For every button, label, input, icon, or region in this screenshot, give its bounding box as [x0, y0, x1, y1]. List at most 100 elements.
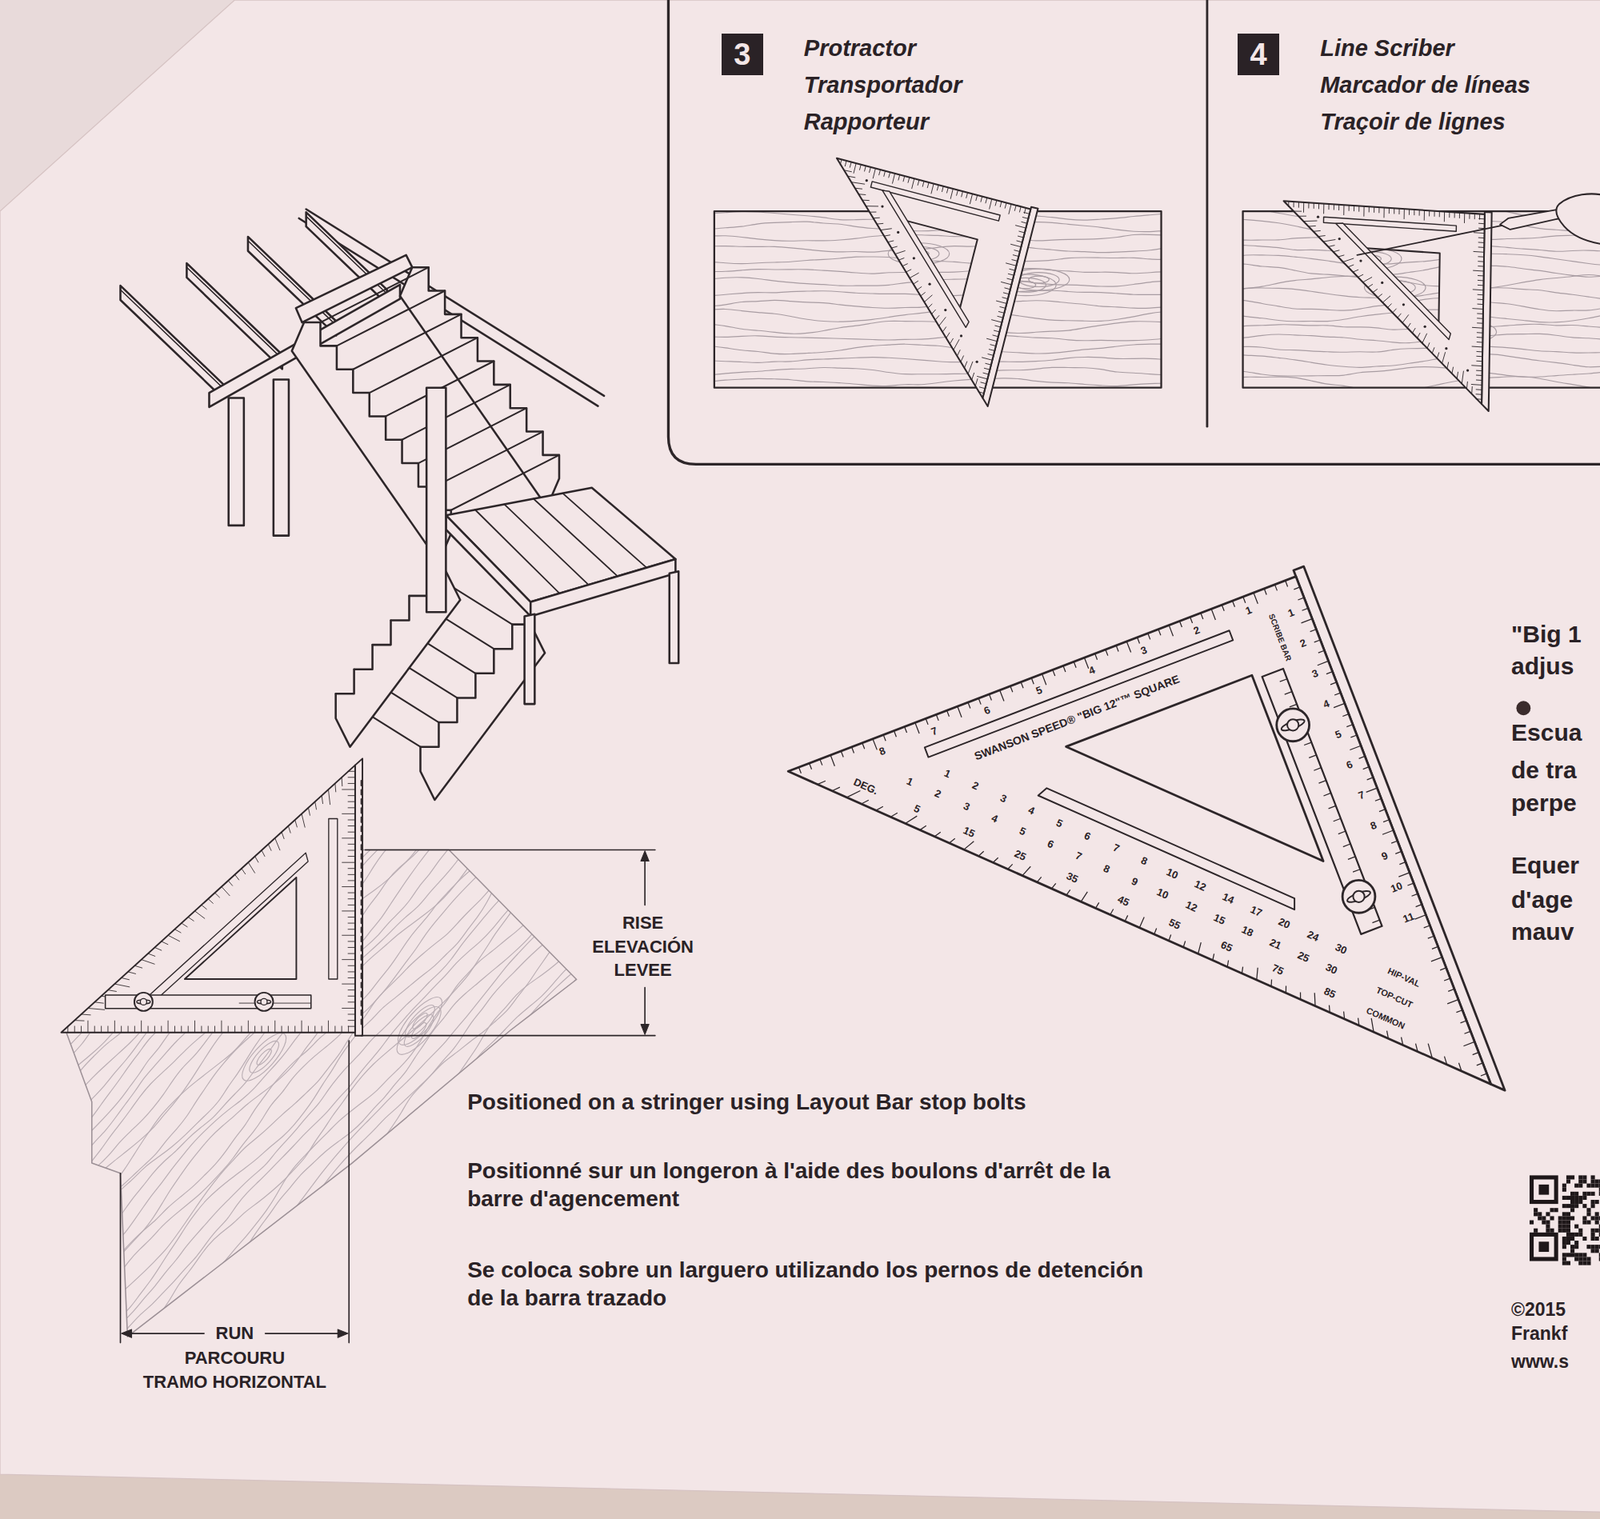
qr-module	[1599, 1228, 1600, 1233]
qr-module	[1574, 1196, 1579, 1200]
grain-line	[692, 433, 1183, 444]
cropped-text: mauv	[1511, 917, 1574, 946]
scale-dot	[976, 360, 979, 364]
qr-module	[1570, 1236, 1575, 1241]
qr-module	[1591, 1248, 1596, 1253]
grain-line	[0, 655, 338, 1157]
qr-module	[1599, 1188, 1600, 1192]
grain-line	[1213, 346, 1600, 353]
qr-module	[1549, 1228, 1554, 1233]
qr-module	[1570, 1216, 1575, 1220]
stair-tread	[336, 291, 445, 347]
panel-frame	[668, 0, 1600, 464]
qr-module	[1582, 1216, 1587, 1220]
qr-module	[1562, 1188, 1567, 1192]
square-slot	[145, 852, 308, 1001]
grain-line	[1213, 459, 1600, 465]
grain-line	[692, 509, 1183, 522]
qr-module	[1574, 1252, 1579, 1257]
grain-line	[147, 891, 606, 1399]
scale-ticks	[840, 159, 1030, 393]
grain-line	[1213, 264, 1600, 278]
grain-line	[692, 55, 1183, 64]
grain-line	[0, 696, 384, 1198]
qr-module	[1591, 1236, 1596, 1241]
wing-nut	[1280, 717, 1306, 733]
qr-module	[1591, 1175, 1596, 1180]
grain-line	[1213, 470, 1600, 478]
grain-line	[692, 108, 1183, 121]
qr-module	[1582, 1256, 1587, 1261]
grain-line	[1213, 503, 1600, 512]
speed-square	[1284, 200, 1492, 412]
qr-module	[1574, 1224, 1579, 1229]
grain-line	[1213, 96, 1600, 108]
qr-module	[1566, 1224, 1571, 1229]
grain-line	[262, 994, 720, 1500]
grain-line	[1213, 423, 1600, 436]
scale-dot	[944, 308, 947, 312]
qr-module	[1562, 1252, 1567, 1257]
qr-module	[1545, 1224, 1550, 1229]
cropped-text: Equer	[1511, 851, 1580, 880]
grain-line	[1213, 167, 1600, 172]
grain-line	[1213, 199, 1600, 208]
stop-bolt-nut	[1352, 891, 1364, 903]
qr-module	[1566, 1236, 1571, 1241]
qr-finder	[1538, 1241, 1549, 1252]
speed-square	[836, 158, 1039, 407]
scale-dot	[865, 179, 868, 182]
scale-dot	[1424, 325, 1427, 328]
stair-illustration	[120, 208, 680, 800]
wood-knot	[1018, 272, 1060, 288]
qr-module	[1582, 1175, 1587, 1180]
grain-line	[1213, 253, 1600, 265]
qr-module	[1578, 1232, 1583, 1237]
qr-module	[1595, 1179, 1600, 1184]
qr-finder	[1532, 1234, 1557, 1260]
grain-line	[247, 980, 705, 1487]
qr-module	[1562, 1256, 1567, 1261]
landing-board	[562, 493, 647, 568]
grain-line	[692, 335, 1183, 340]
grain-line	[0, 723, 415, 1226]
grain-line	[1213, 354, 1600, 368]
qr-module	[1599, 1256, 1600, 1261]
qr-module	[1578, 1196, 1583, 1200]
scale-ticks	[68, 771, 356, 1033]
grain-line	[0, 640, 324, 1144]
dimension-line	[265, 1332, 348, 1335]
qr-module	[1582, 1192, 1587, 1196]
qr-module	[1533, 1212, 1538, 1216]
qr-module	[1574, 1192, 1579, 1196]
square-slot	[1038, 788, 1295, 910]
qr-module	[1582, 1196, 1587, 1200]
qr-module	[1570, 1248, 1575, 1253]
grain-line	[1213, 399, 1600, 413]
grain-line	[692, 499, 1183, 511]
dimension-label: PARCOURU	[184, 1348, 285, 1368]
grain-line	[0, 756, 453, 1260]
cropped-text: www.s	[1511, 1350, 1569, 1372]
post	[273, 379, 289, 536]
punch-hole	[1516, 700, 1531, 716]
extension-line	[348, 1040, 350, 1344]
extension-line	[361, 1035, 656, 1037]
stop-bolt-nut	[1287, 719, 1299, 731]
qr-module	[1570, 1192, 1575, 1196]
qr-module	[1562, 1196, 1567, 1200]
wood-grain	[1213, 86, 1600, 512]
qr-module	[1578, 1179, 1583, 1184]
step-heading-text: Rapporteur	[804, 103, 963, 140]
qr-module	[1574, 1240, 1579, 1245]
qr-module	[1570, 1252, 1575, 1257]
layout-bar	[1262, 668, 1383, 935]
grain-line	[692, 180, 1183, 185]
stair-tread	[352, 314, 461, 370]
grain-line	[238, 972, 697, 1480]
qr-module	[1595, 1184, 1600, 1188]
grain-line	[0, 729, 422, 1232]
qr-module	[1562, 1220, 1567, 1225]
